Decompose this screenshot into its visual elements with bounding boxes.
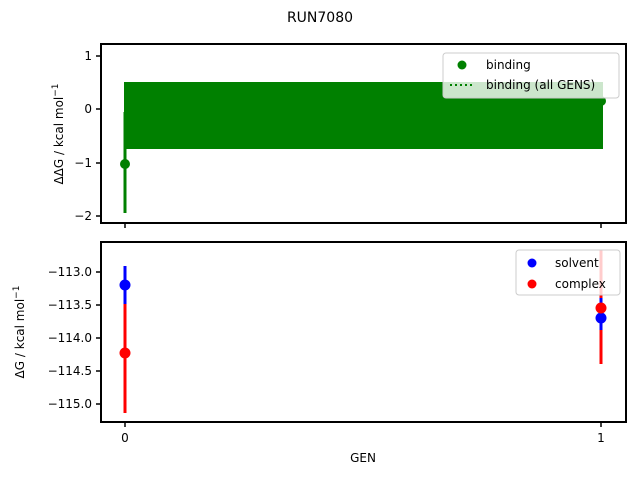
bottom-axes-frame bbox=[100, 241, 627, 423]
legend-complex-label: complex bbox=[555, 277, 606, 291]
bottom-ytick-label: −113.5 bbox=[48, 298, 92, 312]
top-ytick-label: −1 bbox=[74, 156, 92, 170]
binding-point-gen0 bbox=[120, 159, 130, 169]
top-y-axis-label: ΔΔG / kcal mol−1 bbox=[51, 83, 66, 184]
top-y-ticks: 1 0 −1 −2 bbox=[74, 49, 101, 223]
bottom-ytick-label: −114.5 bbox=[48, 364, 92, 378]
solvent-point-gen1 bbox=[595, 312, 607, 324]
top-ytick-label: 1 bbox=[84, 49, 92, 63]
bottom-y-axis-label: ΔG / kcal mol−1 bbox=[12, 286, 27, 379]
legend-binding-all-label: binding (all GENS) bbox=[486, 78, 595, 92]
bottom-ytick-label: −114.0 bbox=[48, 331, 92, 345]
legend-complex-marker-icon bbox=[527, 279, 537, 289]
bottom-legend: solvent complex bbox=[515, 249, 621, 296]
bottom-xtick-label: 0 bbox=[121, 431, 129, 445]
bottom-ytick-label: −115.0 bbox=[48, 397, 92, 411]
legend-binding-marker-icon bbox=[457, 60, 467, 70]
legend-binding-label: binding bbox=[486, 58, 531, 72]
complex-point-gen1 bbox=[595, 302, 607, 314]
bottom-ytick-label: −113.0 bbox=[48, 265, 92, 279]
top-axes-frame bbox=[100, 43, 627, 224]
top-panel: 1 0 −1 −2 ΔΔG / kcal mol−1 binding bindi… bbox=[51, 43, 627, 228]
bottom-xtick-label: 1 bbox=[597, 431, 605, 445]
legend-solvent-label: solvent bbox=[555, 256, 599, 270]
top-legend: binding binding (all GENS) bbox=[442, 52, 620, 99]
top-ytick-label: 0 bbox=[84, 102, 92, 116]
legend-solvent-marker-icon bbox=[527, 258, 537, 268]
top-ytick-label: −2 bbox=[74, 209, 92, 223]
bottom-panel: −113.0 −113.5 −114.0 −114.5 −115.0 0 1 G… bbox=[12, 241, 627, 465]
solvent-point-gen0 bbox=[119, 279, 131, 291]
figure-title: RUN7080 bbox=[287, 10, 353, 26]
x-axis-label: GEN bbox=[350, 451, 376, 465]
complex-point-gen0 bbox=[119, 347, 131, 359]
bottom-y-ticks: −113.0 −113.5 −114.0 −114.5 −115.0 bbox=[48, 265, 101, 411]
